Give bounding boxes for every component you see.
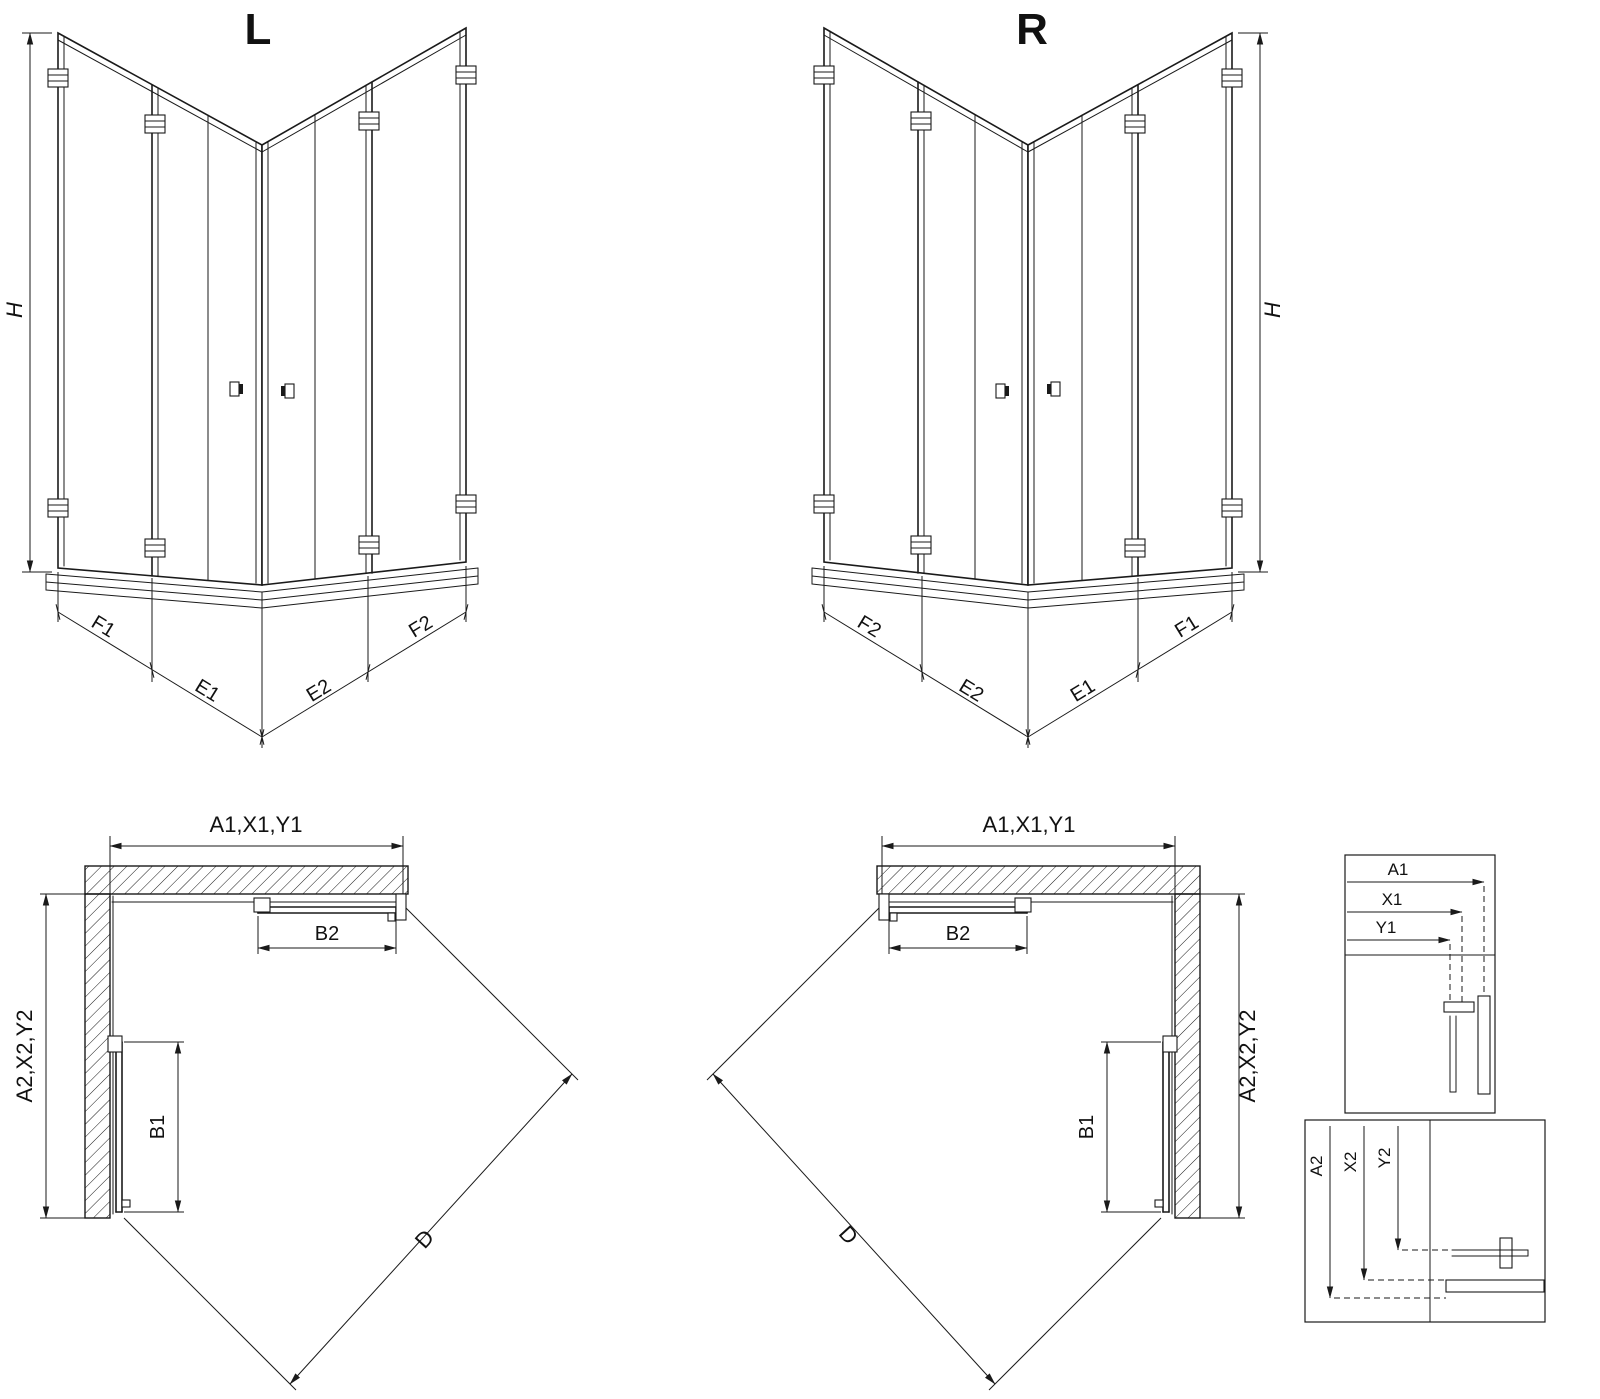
hinge-bracket — [813, 65, 835, 85]
hinge-bracket — [1221, 68, 1243, 88]
door-handle — [121, 1199, 131, 1208]
detail-label-x2: X2 — [1341, 1152, 1360, 1173]
hinge-bracket — [455, 494, 477, 514]
door-knob — [995, 383, 1010, 399]
dim-label-e2: E2 — [303, 675, 335, 707]
dim-label-width: A1,X1,Y1 — [210, 812, 303, 837]
corner-post — [395, 893, 407, 921]
dim-label-f2: F2 — [853, 611, 884, 642]
hinge-bracket — [910, 535, 932, 555]
iso-view-right: R — [811, 5, 1285, 748]
dim-label-b2: B2 — [315, 923, 339, 945]
top-wall-section — [84, 865, 409, 895]
right-glass-wall — [1027, 31, 1233, 586]
variant-label-right: R — [1016, 5, 1048, 54]
iso-right-dims-bottom: F2 E2 E1 F1 — [821, 566, 1235, 748]
dim-label-e1: E1 — [191, 675, 223, 707]
variant-label-left: L — [245, 5, 272, 54]
door-handle — [387, 912, 396, 922]
hinge-bracket — [358, 111, 380, 131]
hinge-bracket — [144, 114, 166, 134]
detail-label-a2: A2 — [1307, 1156, 1326, 1177]
iso-right-dim-height: H — [1238, 32, 1285, 573]
hinge-bracket — [1124, 538, 1146, 558]
side-wall-section — [1174, 893, 1201, 1219]
plan-right-dim-door-side: B1 — [1076, 1041, 1161, 1213]
plan-right-dim-width: A1,X1,Y1 — [881, 812, 1176, 894]
detail-label-y2: Y2 — [1375, 1148, 1394, 1169]
detail-view-depth: A2 X2 Y2 — [1304, 1119, 1546, 1323]
dim-label-depth: A2,X2,Y2 — [12, 1010, 37, 1103]
dim-label-h: H — [1260, 302, 1285, 318]
wall-profile-section — [1443, 995, 1491, 1095]
dim-label-b1: B1 — [1076, 1115, 1098, 1139]
detail-label-a1: A1 — [1388, 860, 1409, 879]
dim-label-b1: B1 — [147, 1115, 169, 1139]
dim-label-f2: F2 — [405, 611, 436, 642]
iso-right-walls — [823, 26, 1233, 586]
hinge-bracket — [144, 538, 166, 558]
plan-right-dim-diagonal: D — [706, 907, 1162, 1391]
right-glass-wall — [261, 26, 467, 586]
plan-left-dim-diagonal: D — [123, 907, 579, 1391]
detail-label-y1: Y1 — [1376, 918, 1397, 937]
detail-frame — [1344, 854, 1496, 1114]
corner-post — [878, 893, 890, 921]
dim-label-d: D — [410, 1225, 439, 1254]
dim-label-e1: E1 — [1067, 675, 1099, 707]
plan-right-dim-depth: A2,X2,Y2 — [1197, 893, 1260, 1219]
plan-left-walls — [84, 865, 409, 1219]
dim-label-d: D — [834, 1221, 863, 1250]
door-pivot-bracket — [253, 897, 271, 913]
dim-label-f1: F1 — [1171, 611, 1202, 642]
hinge-bracket — [813, 494, 835, 514]
hinge-bracket — [1221, 498, 1243, 518]
iso-right-tray — [811, 567, 1245, 609]
plan-left-dim-door-side: B1 — [124, 1041, 184, 1213]
plan-left-dim-door-top: B2 — [257, 916, 397, 954]
door-knob — [280, 383, 295, 399]
door-knob — [1046, 381, 1061, 397]
detail-label-x1: X1 — [1382, 890, 1403, 909]
plan-left-glass — [107, 893, 407, 1215]
detail-frame — [1304, 1119, 1546, 1323]
dim-label-b2: B2 — [946, 923, 970, 945]
hinge-bracket — [455, 65, 477, 85]
iso-left-dims-bottom: F1 E1 E2 F2 — [55, 566, 469, 748]
plan-view-right: A1,X1,Y1 A2,X2,Y2 B2 B1 D — [706, 812, 1260, 1391]
iso-left-dim-height: H — [2, 32, 52, 573]
door-knob — [229, 381, 244, 397]
side-wall-section — [84, 893, 111, 1219]
door-pivot-bracket — [1014, 897, 1032, 913]
plan-left-dim-width: A1,X1,Y1 — [109, 812, 404, 894]
door-pivot-bracket — [1162, 1035, 1178, 1053]
plan-left-dim-depth: A2,X2,Y2 — [12, 893, 88, 1219]
iso-left-tray — [45, 567, 479, 609]
door-handle — [889, 912, 898, 922]
dim-label-h: H — [2, 302, 27, 318]
iso-view-left: L — [2, 5, 479, 748]
hinge-bracket — [910, 111, 932, 131]
plan-view-left: A1,X1,Y1 A2,X2,Y2 B2 B1 D — [12, 812, 579, 1391]
dim-label-depth: A2,X2,Y2 — [1235, 1010, 1260, 1103]
hinge-bracket — [47, 498, 69, 518]
iso-left-walls — [57, 26, 467, 586]
dim-label-f1: F1 — [87, 611, 118, 642]
hinge-bracket — [1124, 114, 1146, 134]
plan-right-dim-door-top: B2 — [888, 916, 1028, 954]
dim-label-width: A1,X1,Y1 — [983, 812, 1076, 837]
door-handle — [1154, 1199, 1164, 1208]
door-pivot-bracket — [107, 1035, 123, 1053]
dim-label-e2: E2 — [955, 675, 987, 707]
wall-profile-section — [1445, 1237, 1545, 1293]
plan-right-glass — [878, 893, 1178, 1215]
detail-view-width: A1 X1 Y1 — [1344, 854, 1496, 1114]
hinge-bracket — [358, 535, 380, 555]
plan-right-walls — [876, 865, 1201, 1219]
hinge-bracket — [47, 68, 69, 88]
top-wall-section — [876, 865, 1201, 895]
